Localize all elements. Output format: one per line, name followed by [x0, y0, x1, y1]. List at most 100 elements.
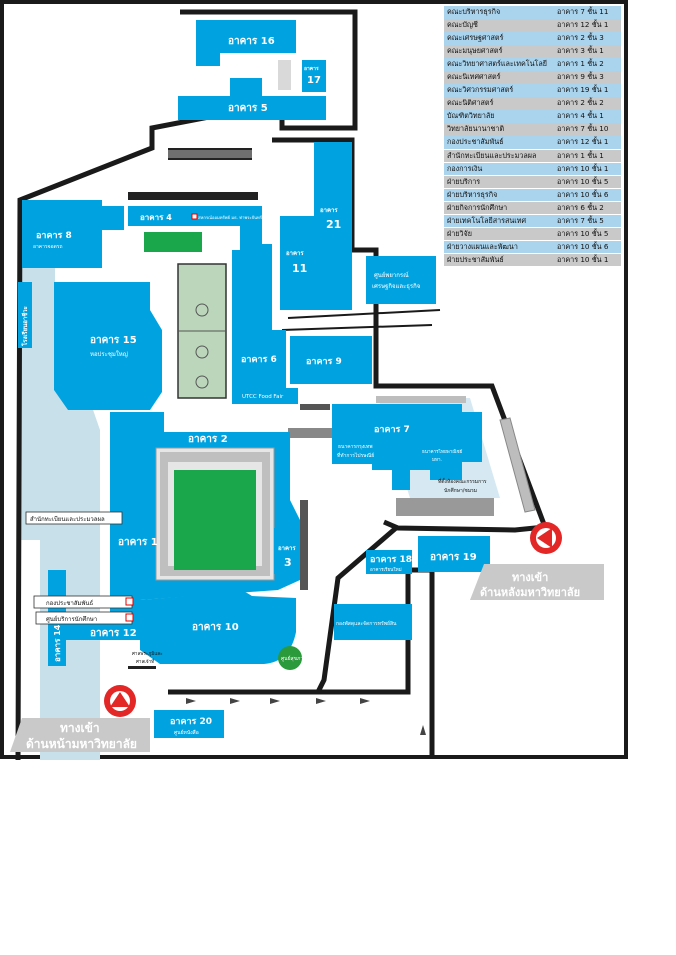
building-7-bank2-l1: ธนาคารไทยพาณิชย์ — [422, 448, 463, 455]
building-7-bank1-l2: ที่ทำการไปรษณีย์ — [337, 452, 374, 459]
wellness-center — [278, 646, 302, 670]
legend-unit-name: ฝ่ายวิจัย — [447, 228, 472, 238]
stadium-frame-right — [262, 462, 270, 566]
bank-marker — [191, 213, 198, 220]
building-11-num: 11 — [292, 262, 307, 275]
legend-unit-name: คณะเศรษฐศาสตร์ — [447, 33, 504, 43]
building-9-label: อาคาร 9 — [306, 357, 342, 367]
legend-location: อาคาร 19 ชั้น 1 — [557, 85, 609, 95]
legend-unit-name: วิทยาลัยนานาชาติ — [447, 124, 505, 134]
legend-row: ฝ่ายบริการอาคาร 10 ชั้น 5 — [444, 175, 621, 189]
building-15 — [54, 282, 162, 410]
student-center-marker — [125, 613, 134, 622]
building-16 — [196, 20, 296, 66]
legend-location: อาคาร 12 ชั้น 1 — [557, 20, 609, 30]
pr-callout: กองประชาสัมพันธ์ — [46, 599, 94, 607]
building-19 — [418, 536, 490, 572]
legend-location: อาคาร 10 ชั้น 6 — [557, 189, 609, 199]
stadium-frame-left — [160, 462, 168, 566]
building-3-side — [300, 500, 308, 590]
front-entrance-banner — [10, 718, 150, 752]
road-divider-2 — [281, 324, 433, 331]
legend-row: คณะวิศวกรรมศาสตร์ อาคาร 19 ชั้น 1 — [444, 84, 621, 97]
building-21-prefix: อาคาร — [320, 207, 338, 214]
building-17-prefix: อาคาร — [304, 66, 319, 72]
legend-row: วิทยาลัยนานาชาติอาคาร 7 ชั้น 10 — [444, 123, 621, 136]
legend-unit-name: ฝ่ายกิจการนักศึกษา — [447, 202, 508, 212]
building-7-annex — [460, 412, 482, 462]
legend-unit-name: กองประชาสัมพันธ์ — [447, 137, 504, 147]
building-20-label: อาคาร 20 — [170, 717, 212, 727]
legend-row: คณะเศรษฐศาสตร์ อาคาร 2 ชั้น 3 — [444, 32, 621, 45]
building-9 — [290, 336, 372, 384]
shrine-label-l2: ศาลเจ้าที่ — [136, 658, 154, 665]
legend-row: คณะนิติศาสตร์อาคาร 2 ชั้น 2 — [444, 97, 621, 110]
legend-location: อาคาร 4 ชั้น 1 — [557, 111, 604, 121]
shrine-label-l1: ศาลพระภูมิและ — [132, 651, 163, 657]
economic-forecast-center — [366, 256, 436, 304]
legend-unit-name: คณะบัญชี — [447, 20, 478, 30]
building-17-num: 17 — [307, 75, 321, 86]
building-3-num: 3 — [284, 556, 292, 569]
stadium-frame-bottom — [160, 566, 270, 576]
front-entrance-title: ทางเข้า — [60, 721, 100, 735]
legend-location: อาคาร 9 ชั้น 3 — [557, 72, 604, 82]
building-18-label: อาคาร 18 — [370, 555, 412, 565]
building-1-label: อาคาร 1 — [118, 537, 158, 548]
map-frame — [0, 0, 628, 759]
building-21 — [314, 142, 352, 310]
building-21-num: 21 — [326, 218, 341, 231]
legend-unit-name: กองการเงิน — [447, 163, 483, 173]
legend-row: สำนักทะเบียนและประมวลผลอาคาร 1 ชั้น 1 — [444, 149, 621, 163]
building-8-sublabel: อาคารจอดรถ — [33, 244, 63, 250]
legend-location: อาคาร 10 ชั้น 5 — [557, 176, 609, 186]
building-18-sublabel: อาคารเรียนใหม่ — [370, 566, 402, 573]
parking-strip-north — [168, 150, 252, 158]
economic-center-line2: เศรษฐกิจและธุรกิจ — [372, 283, 420, 290]
legend-row: กองประชาสัมพันธ์อาคาร 12 ชั้น 1 — [444, 136, 621, 150]
building-6-label: อาคาร 6 — [241, 355, 277, 365]
wellness-label: ศูนย์สุขภาพ — [281, 655, 306, 662]
parking-bays — [128, 148, 258, 200]
legend-unit-name: คณะนิติศาสตร์ — [447, 98, 494, 108]
asset-management-label: กองพัสดุและจัดการทรัพย์สิน — [336, 620, 397, 627]
student-center-callout: ศูนย์บริการนักศึกษา — [46, 615, 97, 623]
economic-center-line1: ศูนย์พยากรณ์ — [374, 271, 409, 279]
legend-location: อาคาร 10 ชั้น 6 — [557, 241, 609, 251]
building-3 — [274, 528, 300, 574]
back-entrance-title: ทางเข้า — [512, 571, 548, 584]
legend-unit-name: ฝ่ายวางแผนและพัฒนา — [447, 241, 518, 251]
front-entrance-arrow — [110, 692, 130, 707]
legend-row: ฝ่ายวางแผนและพัฒนา อาคาร 10 ชั้น 6 — [444, 240, 621, 254]
building-12 — [66, 620, 140, 640]
legend-location: อาคาร 6 ชั้น 2 — [557, 202, 604, 212]
legend-location: อาคาร 2 ชั้น 3 — [557, 33, 604, 43]
building-17 — [302, 60, 326, 92]
legend-unit-name: คณะนิเทศศาสตร์ — [447, 72, 501, 82]
vocational-label: โรงเรียนอาชีวะ — [21, 306, 29, 347]
legend-row: คณะวิทยาศาสตร์และเทคโนโลยีอาคาร 1 ชั้น 2 — [444, 58, 621, 71]
building-6 — [232, 226, 298, 404]
building-16-label: อาคาร 16 — [228, 36, 275, 47]
legend-row: ฝ่ายบริหารธุรกิจอาคาร 10 ชั้น 6 — [444, 188, 621, 202]
green-lawn — [144, 232, 202, 252]
building-4-label: อาคาร 4 — [140, 213, 172, 222]
registrar-callout-box — [25, 511, 123, 525]
back-entrance-subtitle: ด้านหลังมหาวิทยาลัย — [480, 586, 580, 599]
legend-location: อาคาร 10 ชั้น 1 — [557, 163, 609, 173]
building-15-label: อาคาร 15 — [90, 335, 137, 346]
building-3-prefix: อาคาร — [278, 545, 296, 552]
legend-row: คณะมนุษยศาสตร์อาคาร 3 ชั้น 1 — [444, 45, 621, 58]
asset-management — [334, 604, 412, 640]
building-7-label: อาคาร 7 — [374, 425, 410, 435]
connector-2-7 — [288, 428, 338, 438]
building-8-label: อาคาร 8 — [36, 231, 72, 241]
building-7-bank1-l1: ธนาคารกรุงเทพ — [338, 444, 373, 450]
legend-location: อาคาร 10 ชั้น 1 — [557, 254, 609, 264]
legend-row: คณะบัญชี อาคาร 12 ชั้น 1 — [444, 19, 621, 32]
bar-near-7 — [376, 396, 466, 403]
building-11 — [280, 216, 316, 310]
legend-unit-name: คณะวิศวกรรมศาสตร์ — [447, 85, 514, 95]
building-20 — [154, 710, 224, 738]
